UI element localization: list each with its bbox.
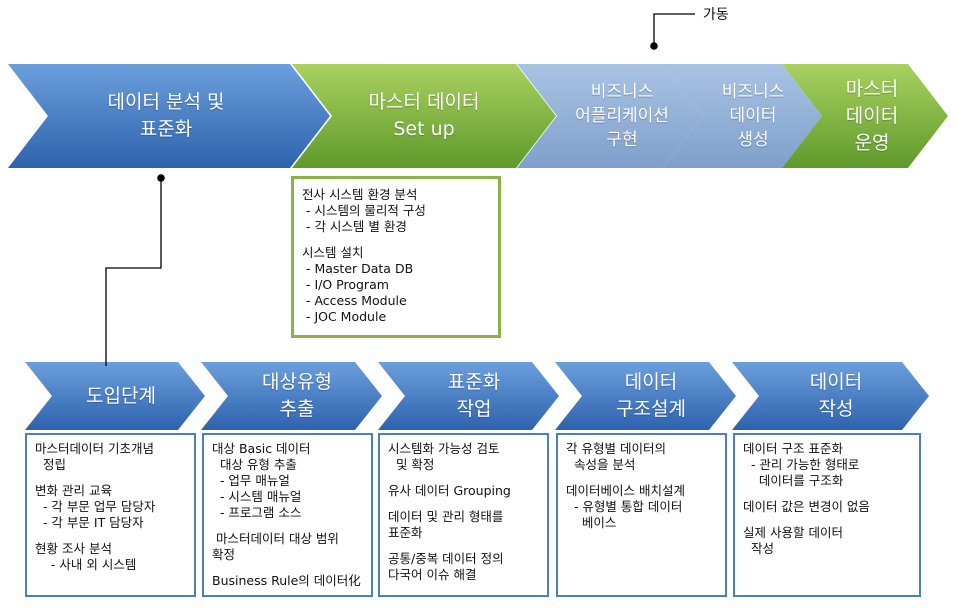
stage-label-line: Set up [393, 118, 455, 140]
detail-line: - 각 시스템 별 환경 [302, 219, 407, 234]
detail-line: 각 유형별 데이터의 [566, 441, 666, 456]
stage-label-line: 마스터 [845, 77, 899, 100]
detail-line: 데이터 값은 변경이 없음 [743, 499, 870, 514]
stage-label-line: 생성 [737, 130, 769, 150]
stage-label-line: 데이터 [624, 371, 678, 393]
detail-line: 실제 사용할 데이터 [743, 525, 843, 540]
detail-line: - JOC Module [302, 309, 387, 324]
detail-line: 대상 Basic 데이터 [212, 441, 311, 456]
detail-line: - I/O Program [302, 277, 389, 292]
detail-line: - Access Module [302, 293, 407, 308]
stage-label-line: 운영 [854, 131, 890, 154]
detail-line: 정립 [35, 457, 66, 472]
stage-label-line: 어플리케이션 [575, 106, 669, 126]
detail-line: 공통/중복 데이터 정의 [388, 551, 504, 566]
stage-label-line: 데이터 [729, 106, 777, 126]
detail-line: 유사 데이터 Grouping [388, 483, 511, 498]
detail-line: 확정 [212, 547, 236, 562]
stage-label-line: 마스터 데이터 [368, 91, 480, 113]
bottom-stage-1-label: 도입단계 [50, 362, 192, 430]
detail-line: 데이터베이스 배치설계 [566, 483, 685, 498]
bottom-stage-3-chevron [378, 362, 559, 430]
top-stage-1-chevron [8, 64, 330, 168]
bottom-stage-5-chevron [732, 362, 929, 430]
detail-line: - 업무 매뉴얼 [212, 473, 290, 488]
detail-line: 대상 유형 추출 [212, 457, 297, 472]
stage-label-line: 도입단계 [86, 384, 156, 407]
detail-line: 표준화 [388, 525, 423, 540]
detail-line: 마스터데이터 대상 범위 [212, 531, 339, 546]
operation-label: 가동 [703, 7, 729, 23]
stage-label-line: 비즈니스 [721, 82, 785, 102]
detail-line: - 사내 외 시스템 [35, 557, 137, 572]
top-stage-3-chevron [517, 64, 703, 168]
detail-line: 속성을 분석 [566, 457, 636, 472]
intro-connector-dot [157, 174, 165, 182]
detail-line: - 각 부문 IT 담당자 [35, 515, 144, 530]
stage-label-line: 데이터 [845, 104, 899, 127]
detail-line: - 각 부문 업무 담당자 [35, 499, 156, 514]
operation-marker-line [653, 13, 695, 46]
detail-line: 현황 조사 분석 [35, 541, 112, 556]
bottom-stage-1-chevron [25, 362, 205, 430]
detail-line: 변화 관리 교육 [35, 483, 112, 498]
top-stage-2-label: 마스터 데이터 Set up [332, 64, 516, 168]
stage-label-line: 데이터 [809, 371, 863, 393]
bottom-stage-2-chevron [201, 362, 382, 430]
stage-label-line: 비즈니스 [590, 82, 654, 102]
stage-label-line: 작업 [456, 398, 492, 420]
intro-connector-line [105, 178, 162, 366]
detail-line: - 시스템 매뉴얼 [212, 489, 302, 504]
stage-label-line: 표준화 [447, 371, 501, 393]
stage-label-line: 구현 [606, 130, 638, 150]
detail-line: - Master Data DB [302, 261, 414, 276]
detail-line: 마스터데이터 기초개념 [35, 441, 154, 456]
stage-label-line: 추출 [279, 398, 315, 420]
detail-line: - 시스템의 물리적 구성 [302, 203, 426, 218]
top-stage-2-chevron [292, 64, 556, 168]
detail-line: - 관리 가능한 형태로 [743, 457, 860, 472]
stage-label-line: 대상유형 [262, 371, 332, 393]
stage-label-line: 데이터 분석 및 [107, 91, 225, 113]
detail-line: - 유형별 통합 데이터 [566, 499, 683, 514]
detail-line: 및 확정 [388, 457, 435, 472]
stage-label-line: 작성 [818, 398, 854, 420]
detail-line: 전사 시스템 환경 분석 [302, 187, 418, 202]
detail-line: 시스템 설치 [302, 245, 364, 260]
stage-label-line: 구조설계 [616, 398, 686, 420]
detail-line: 데이터를 구조화 [743, 473, 844, 488]
operation-marker-dot [650, 42, 658, 50]
top-stage-5-chevron [782, 64, 948, 168]
detail-line: 시스템화 가능성 검토 [388, 441, 500, 456]
detail-line: 작성 [743, 541, 774, 556]
detail-line: Business Rule의 데이터化 [212, 573, 361, 588]
stage-2-detail-box: 대상 Basic 데이터 대상 유형 추출 - 업무 매뉴얼 - 시스템 매뉴얼… [202, 433, 373, 597]
detail-line: 다국어 이슈 해결 [388, 567, 477, 582]
bottom-stage-4-chevron [555, 362, 736, 430]
detail-line: 데이터 구조 표준화 [743, 441, 843, 456]
top-stage-4-chevron [663, 64, 822, 168]
detail-line: 데이터 및 관리 형태를 [388, 509, 504, 524]
detail-line: 베이스 [566, 515, 617, 530]
detail-line: - 프로그램 소스 [212, 505, 302, 520]
stage-label-line: 표준화 [139, 118, 193, 140]
